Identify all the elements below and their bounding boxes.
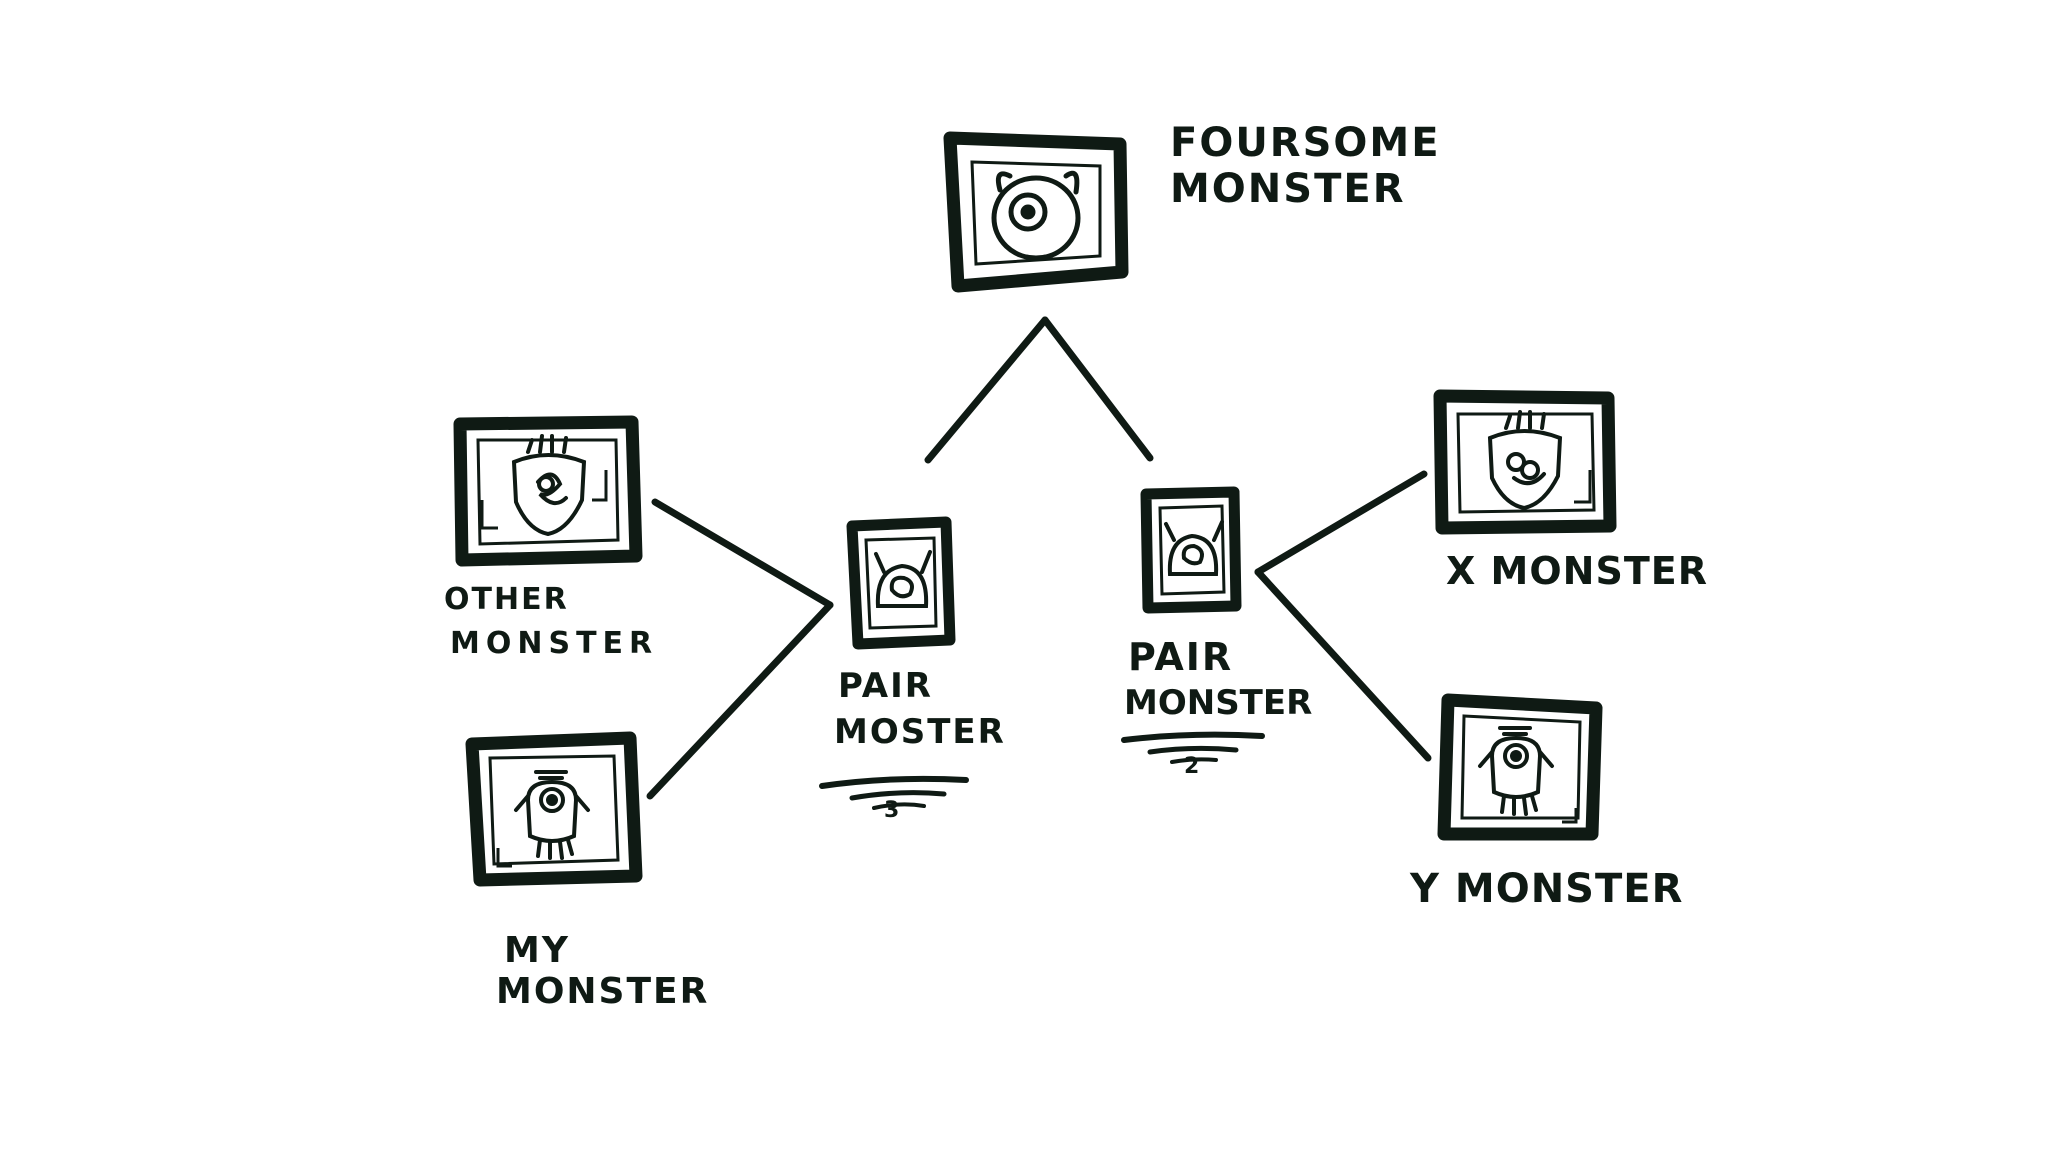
foursome-label-line1: FOURSOME bbox=[1170, 120, 1441, 166]
antenna-one-eyed-monster-icon bbox=[1478, 726, 1554, 816]
pair-right-label: PAIR MONSTER bbox=[1124, 634, 1312, 724]
horned-monster-icon bbox=[874, 550, 932, 608]
horned-monster-icon bbox=[1164, 520, 1224, 576]
y-monster-label: Y MONSTER bbox=[1410, 866, 1684, 912]
foursome-monster-frame bbox=[943, 131, 1129, 293]
foursome-label-line2: MONSTER bbox=[1170, 166, 1406, 212]
connector-foursome-to-pair-left bbox=[924, 316, 1049, 464]
pair-left-underline bbox=[819, 775, 969, 810]
my-label-line1: MY bbox=[504, 930, 570, 971]
pair-right-underline bbox=[1121, 731, 1265, 764]
connector-x-to-pair-right bbox=[1254, 470, 1428, 576]
my-monster-frame bbox=[465, 731, 643, 887]
shield-monster-icon bbox=[1487, 410, 1563, 511]
antenna-one-eyed-monster-icon bbox=[514, 770, 590, 860]
pair-right-frame bbox=[1140, 486, 1242, 614]
my-label-line2: MONSTER bbox=[496, 971, 710, 1013]
pair-left-label-line2: MOSTER bbox=[834, 711, 1006, 752]
other-monster-label: OTHER MONSTER bbox=[444, 578, 658, 665]
connector-other-to-pair-left bbox=[651, 498, 834, 609]
pair-left-frame bbox=[846, 516, 956, 650]
pair-right-label-line1: PAIR bbox=[1128, 635, 1234, 679]
x-monster-frame bbox=[1433, 389, 1617, 535]
foursome-monster-label: FOURSOME MONSTER bbox=[1170, 120, 1441, 212]
my-monster-label: MY MONSTER bbox=[496, 930, 709, 1013]
pair-left-label-line1: PAIR bbox=[838, 666, 933, 706]
connector-lines bbox=[646, 316, 1432, 800]
connector-my-to-pair-left bbox=[646, 601, 834, 800]
connector-y-to-pair-right bbox=[1254, 568, 1432, 762]
pair-right-mark: 2 bbox=[1184, 754, 1200, 779]
other-monster-frame bbox=[453, 415, 643, 567]
y-monster-frame bbox=[1437, 693, 1603, 841]
one-eyed-round-monster-icon bbox=[991, 170, 1081, 261]
shield-monster-icon bbox=[511, 434, 587, 537]
x-monster-label: X MONSTER bbox=[1446, 549, 1708, 593]
pair-left-mark: 3 bbox=[884, 798, 900, 823]
other-label-line1: OTHER bbox=[444, 582, 569, 617]
other-label-line2: MONSTER bbox=[450, 625, 659, 661]
pair-right-label-line2: MONSTER bbox=[1124, 682, 1313, 723]
pair-left-label: PAIR MOSTER bbox=[834, 664, 1006, 756]
connector-foursome-to-pair-right bbox=[1041, 316, 1154, 462]
